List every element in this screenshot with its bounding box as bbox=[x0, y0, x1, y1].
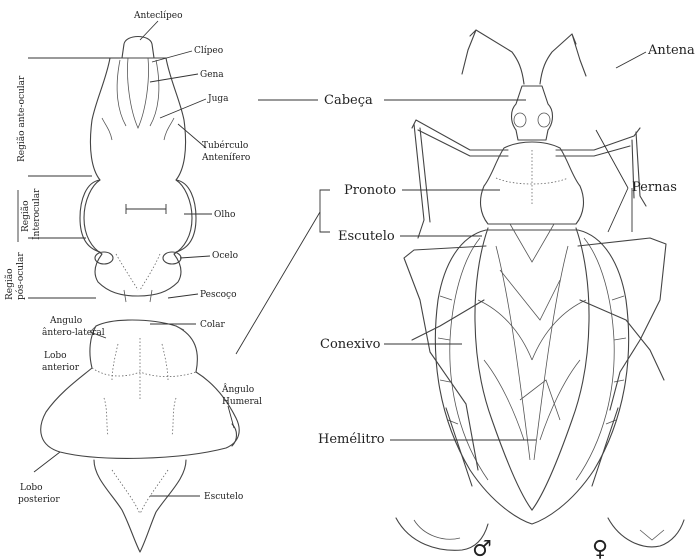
tuberculo-label-1: Tubérculo bbox=[202, 140, 248, 151]
antena-label: Antena bbox=[647, 43, 695, 58]
head-drawing bbox=[80, 37, 196, 303]
hemelitro-label: Hemélitro bbox=[318, 432, 385, 447]
regiao-pos-ocular-label-1: Região bbox=[4, 268, 15, 300]
insect-body-drawing bbox=[404, 30, 666, 524]
body-leader-lines bbox=[384, 52, 646, 440]
regiao-interocular-label-2: Interocular bbox=[32, 188, 42, 240]
olho-label: Olho bbox=[214, 210, 235, 220]
panel-connectors bbox=[236, 100, 330, 354]
cabeca-label: Cabeça bbox=[324, 93, 373, 108]
ocelo-label: Ocelo bbox=[212, 251, 238, 261]
angulo-humeral-label-1: Ângulo bbox=[221, 383, 254, 395]
juga-label: Juga bbox=[207, 94, 229, 104]
colar-label: Colar bbox=[200, 320, 226, 330]
regiao-interocular-label-1: Região bbox=[20, 200, 31, 232]
pronotum-drawing bbox=[41, 320, 239, 552]
pronotum-leader-lines bbox=[34, 324, 234, 496]
pescoco-label: Pescoço bbox=[200, 290, 237, 300]
lobo-anterior-label-2: anterior bbox=[42, 363, 80, 373]
tuberculo-label-2: Antenífero bbox=[201, 152, 250, 163]
lobo-posterior-label-2: posterior bbox=[18, 495, 60, 505]
female-abdomen-tip bbox=[608, 518, 684, 547]
regiao-ante-ocular-label: Região ante-ocular bbox=[16, 75, 27, 162]
regiao-pos-ocular-label-2: pós-ocular bbox=[15, 252, 26, 300]
gena-label: Gena bbox=[200, 70, 224, 80]
angulo-antero-lateral-label-2: ântero-lateral bbox=[42, 327, 105, 338]
escutelo-small-label: Escutelo bbox=[204, 492, 243, 502]
head-region-guides bbox=[18, 58, 120, 298]
pronoto-label: Pronoto bbox=[344, 183, 396, 198]
female-symbol: ♀ bbox=[592, 537, 608, 560]
escutelo-label: Escutelo bbox=[338, 229, 395, 244]
clipeo-label: Clípeo bbox=[194, 45, 223, 56]
lobo-posterior-label-1: Lobo bbox=[20, 483, 43, 493]
pernas-label: Pernas bbox=[632, 180, 677, 195]
male-symbol: ♂ bbox=[472, 537, 492, 560]
anteclipeo-label: Anteclípeo bbox=[133, 10, 183, 21]
angulo-humeral-label-2: Humeral bbox=[222, 397, 262, 407]
lobo-anterior-label-1: Lobo bbox=[44, 351, 67, 361]
angulo-antero-lateral-label-1: Angulo bbox=[49, 316, 82, 326]
conexivo-label: Conexivo bbox=[320, 337, 381, 352]
